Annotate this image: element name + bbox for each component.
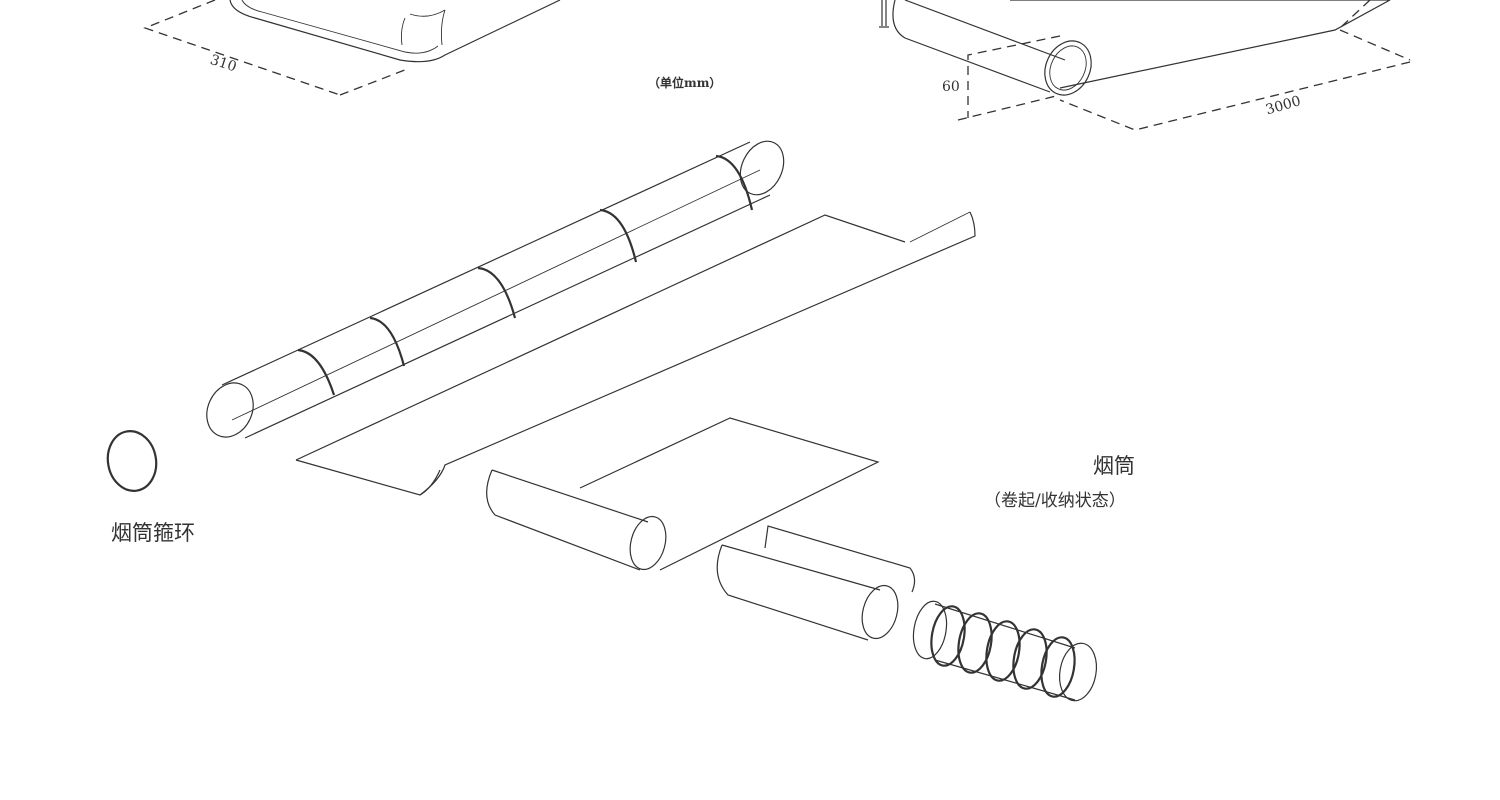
chimney-tube-drawing: [206, 140, 785, 439]
dimension-60-3000-lines: [957, 0, 1411, 131]
chimney-ring-drawing: [106, 430, 158, 492]
rolled-chimney-drawing: [912, 600, 1098, 702]
chimney-label: 烟筒: [1093, 454, 1135, 478]
ring-label: 烟筒箍环: [111, 521, 195, 545]
sheet-roll-drawing: [879, 0, 1391, 96]
unit-label: （单位mm）: [648, 76, 722, 90]
rolling-stage-2-drawing: [716, 525, 916, 641]
rolling-stage-1-drawing: [486, 417, 880, 571]
stove-box-drawing: [229, 0, 561, 63]
chimney-state-label: （卷起/收纳状态）: [984, 491, 1126, 511]
curled-sheet-drawing: [295, 211, 976, 496]
dimension-60-label: 60: [942, 79, 960, 95]
dimension-310-lines: [143, 0, 411, 96]
